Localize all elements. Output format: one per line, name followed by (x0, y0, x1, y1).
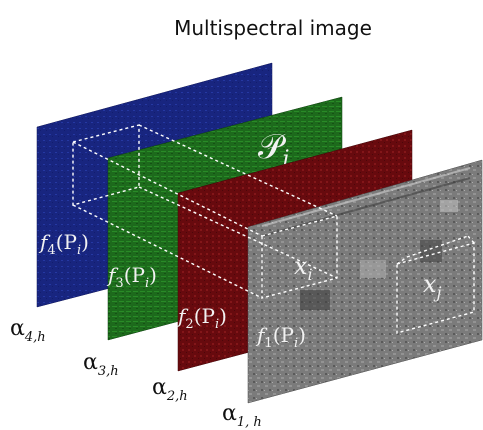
alpha-4-label: α4,h (10, 316, 46, 345)
layer-blue-label: f4(Pi) (38, 230, 89, 258)
alpha-1-label: α1, h (222, 401, 262, 430)
layer-gray-plane (247, 159, 483, 404)
figure-title: Multispectral image (174, 16, 372, 40)
layer-green-label: f3(Pi) (106, 263, 157, 291)
patch-j-box (396, 235, 475, 334)
patch-i-label: xi (294, 252, 313, 284)
layer-gray: f1(Pi) xi xj (247, 159, 483, 404)
layer-red-label: f2(Pi) (176, 304, 227, 332)
alpha-2-label: α2,h (152, 375, 188, 404)
layer-gray-label: f1(Pi) (255, 323, 306, 351)
patch-j-label: xj (423, 270, 442, 302)
region-prism (72, 124, 338, 299)
region-label: 𝒫i (258, 127, 290, 172)
alpha-3-label: α3,h (83, 350, 119, 379)
